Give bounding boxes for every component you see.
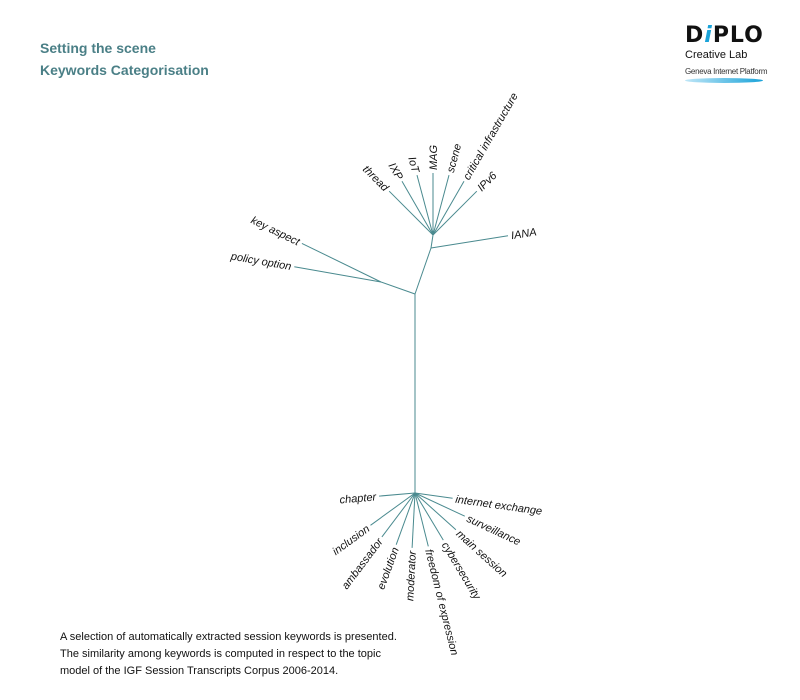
branch-freedom-of-expression <box>414 492 429 547</box>
branch-ambassador <box>381 492 416 538</box>
keyword-iot: IoT <box>405 156 421 176</box>
branch-critical-infrastructure <box>432 181 465 236</box>
keyword-moderator: moderator <box>404 549 419 601</box>
caption-line: model of the IGF Session Transcripts Cor… <box>60 665 339 677</box>
caption-line: The similarity among keywords is compute… <box>60 648 381 660</box>
branch-evolution <box>395 492 416 545</box>
title-setting-scene: Setting the scene <box>40 40 156 56</box>
keyword-critical-infrastructure: critical infrastructure <box>461 91 521 182</box>
branch-ixp <box>401 181 434 236</box>
keyword-evolution: evolution <box>375 546 401 591</box>
keyword-ipv6: IPv6 <box>475 169 500 194</box>
caption-line: A selection of automatically extracted s… <box>60 631 397 643</box>
branch-policy-option <box>294 266 382 283</box>
branch-scene <box>432 174 450 236</box>
keyword-policy-option: policy option <box>229 250 292 273</box>
internal-branch <box>430 234 434 249</box>
keyword-scene: scene <box>445 143 464 174</box>
keyword-key-aspect: key aspect <box>249 215 302 249</box>
branch-internet-exchange <box>414 492 453 499</box>
diplo-logo: DiPLO Creative Lab Geneva Internet Platf… <box>685 25 770 83</box>
caption: A selection of automatically extracted s… <box>60 629 397 680</box>
title-keywords-categorisation: Keywords Categorisation <box>40 62 209 78</box>
branch-main-session <box>414 492 457 531</box>
keyword-iana: IANA <box>510 226 537 242</box>
branch-cybersecurity <box>414 492 444 541</box>
keyword-mag: MAG <box>428 145 440 171</box>
logo-platform: Geneva Internet Platform <box>685 67 768 76</box>
keyword-chapter: chapter <box>339 491 378 506</box>
branch-chapter <box>379 492 416 497</box>
branch-iot <box>416 174 434 236</box>
branch-key-aspect <box>301 242 382 283</box>
logo-swoosh-icon <box>685 78 763 83</box>
keyword-internet-exchange: internet exchange <box>455 494 543 518</box>
branch-surveillance <box>414 492 466 517</box>
branch-iana <box>430 235 509 249</box>
keyword-ixp: IXP <box>386 161 406 183</box>
branch-moderator <box>411 492 416 548</box>
internal-branch <box>414 247 432 295</box>
branch-thread <box>388 190 434 236</box>
branch-ipv6 <box>432 190 478 236</box>
branch-inclusion <box>370 492 416 526</box>
logo-subtitle: Creative Lab <box>685 49 748 61</box>
internal-branch <box>380 281 416 295</box>
